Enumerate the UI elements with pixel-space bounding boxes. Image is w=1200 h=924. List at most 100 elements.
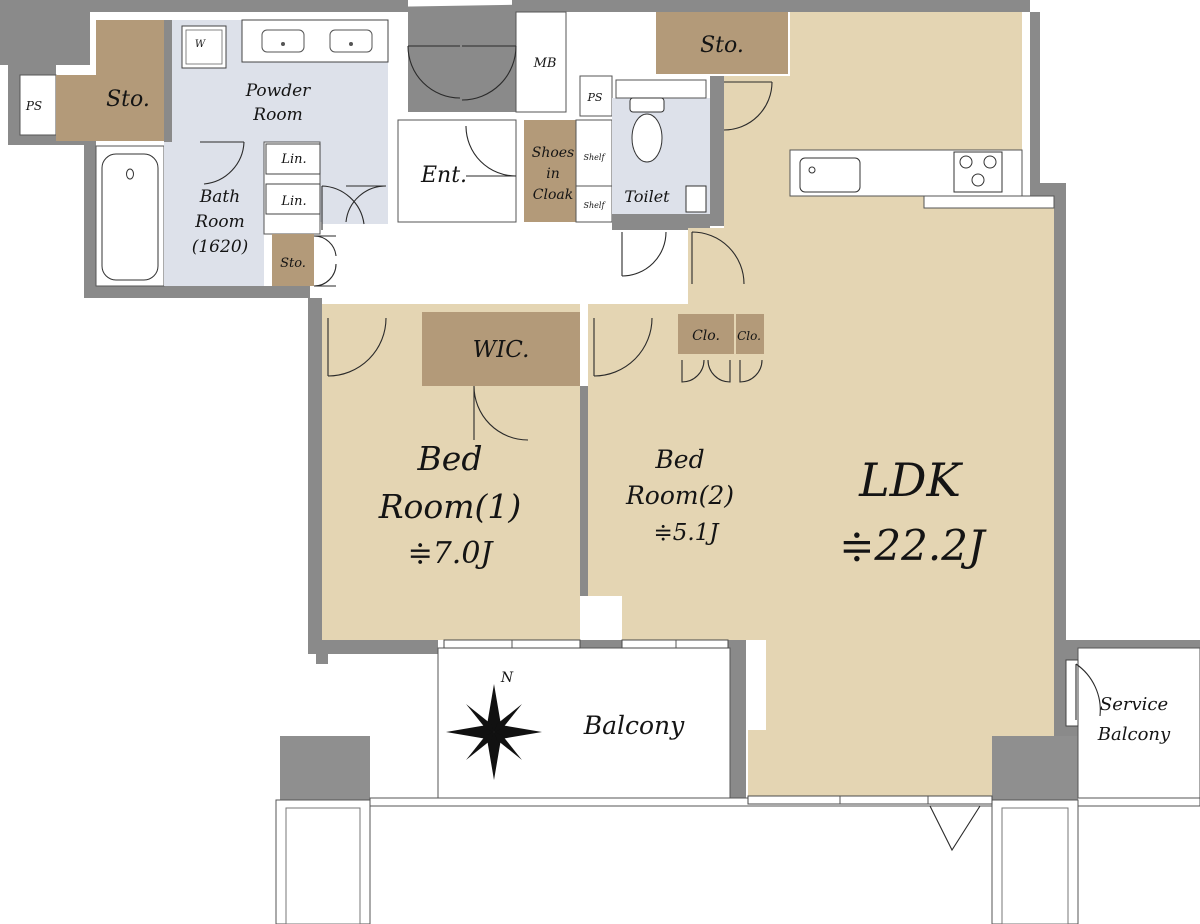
windows xyxy=(443,639,993,805)
wic xyxy=(422,312,580,386)
label-ldk-name: LDK xyxy=(858,453,963,507)
closet-2 xyxy=(736,314,764,354)
label-ldk-area: ≑22.2J xyxy=(839,521,987,570)
shoes-cloak xyxy=(524,120,576,222)
door-toilet xyxy=(621,231,667,277)
door-closet-1 xyxy=(681,359,731,383)
balcony-pillar-left xyxy=(280,736,370,800)
entrance-zone xyxy=(322,11,724,304)
label-washer: W xyxy=(195,39,206,50)
linen-1-box xyxy=(265,143,321,175)
label-ps-left: PS xyxy=(25,99,42,113)
door-service-balcony xyxy=(1075,663,1101,720)
label-linen-2: Lin. xyxy=(280,194,306,209)
powder-room-door-zone xyxy=(322,164,388,224)
wall-bottom-stub xyxy=(316,654,328,664)
door-bed1 xyxy=(327,317,387,377)
storage-divider-wall xyxy=(164,20,172,142)
window-bed2 xyxy=(621,639,729,649)
door-bath xyxy=(200,141,245,185)
wall-left-e xyxy=(308,298,322,644)
door-balcony-hatch xyxy=(929,805,981,852)
label-ps-toilet: PS xyxy=(587,91,603,104)
storage-bath xyxy=(272,234,314,286)
toilet-bowl xyxy=(631,113,663,163)
washer-inner xyxy=(185,29,223,65)
label-shelf-1: Shelf xyxy=(584,153,607,162)
door-powder xyxy=(321,185,365,230)
wall-left-upper xyxy=(0,0,90,65)
wall-top-band xyxy=(90,0,408,12)
toilet-sink xyxy=(685,185,707,213)
linen-2-box xyxy=(265,183,321,215)
bedroom-zone xyxy=(322,304,766,640)
label-storage-bath: Sto. xyxy=(280,256,306,271)
toilet-wall-bottom xyxy=(612,214,710,230)
service-door xyxy=(1065,659,1079,727)
label-bath-room-1: Bath xyxy=(199,187,240,207)
toilet-tank xyxy=(629,97,665,113)
meter-box xyxy=(515,11,567,113)
bedroom-divider-wall xyxy=(580,386,588,640)
label-compass-north: N xyxy=(500,670,514,686)
ps-left-box xyxy=(19,74,57,136)
left-service-block xyxy=(19,19,389,287)
balcony-left-railing xyxy=(285,807,361,924)
door-bed2 xyxy=(593,317,653,377)
sink-1 xyxy=(261,29,305,53)
label-shoes-cloak-1: Shoes xyxy=(532,145,575,161)
door-storage-ldk xyxy=(723,81,773,131)
label-linen-1: Lin. xyxy=(280,152,306,167)
shoe-shelf-box xyxy=(575,119,613,223)
ps-toilet-box xyxy=(579,75,613,117)
storage-ldk xyxy=(656,12,788,74)
wall-left-ps xyxy=(20,65,56,75)
doors xyxy=(200,45,1101,852)
door-closet-2 xyxy=(739,359,763,383)
balcony-right-extension xyxy=(991,799,1079,924)
label-bedroom2-line1: Bed xyxy=(654,445,704,474)
wall-left-b xyxy=(8,135,96,145)
label-bedroom1-line2: Room(1) xyxy=(378,487,522,526)
washer-box xyxy=(181,25,227,69)
label-bedroom2-line2: Room(2) xyxy=(625,481,734,510)
balcony-right-railing xyxy=(1001,807,1069,924)
burner-2 xyxy=(983,155,997,169)
window-ldk xyxy=(747,795,993,805)
label-wic: WIC. xyxy=(473,337,530,363)
ldk-zone xyxy=(656,12,1055,805)
label-closet-1: Clo. xyxy=(692,328,720,344)
label-bath-room-3: (1620) xyxy=(192,237,249,257)
balcony-left-extension xyxy=(275,799,371,924)
compass-rose-icon xyxy=(446,684,542,780)
bathtub-drain xyxy=(126,168,134,180)
wall-top-right-band xyxy=(512,0,1030,12)
label-bedroom1-area: ≑7.0J xyxy=(408,536,495,571)
label-meter-box: MB xyxy=(533,56,557,71)
burner-3 xyxy=(971,173,985,187)
kitchen-sink-drain xyxy=(808,166,816,174)
label-bath-room-2: Room xyxy=(194,212,244,232)
label-toilet: Toilet xyxy=(624,187,670,206)
toilet-tank-shelf xyxy=(615,79,707,99)
burner-1 xyxy=(959,155,973,169)
wall-left-c xyxy=(84,145,96,298)
bath-room-floor xyxy=(164,142,264,286)
sink-2 xyxy=(329,29,373,53)
entrance-floor xyxy=(397,119,517,223)
label-shoes-cloak-3: Cloak xyxy=(533,187,573,203)
toilet-wall-right xyxy=(710,76,724,226)
kitchen-sink xyxy=(799,157,861,193)
door-storage-bath xyxy=(313,235,337,287)
label-balcony: Balcony xyxy=(583,711,685,740)
wall-left-strip xyxy=(8,65,20,135)
sink-1-drain xyxy=(281,42,285,46)
label-entrance: Ent. xyxy=(420,163,467,188)
wall-bottom-bed1 xyxy=(308,640,438,654)
cooktop xyxy=(953,151,1003,193)
wall-ldk-bottom-left xyxy=(730,640,746,800)
storage-upper-left-top xyxy=(96,20,164,75)
sink-2-drain xyxy=(349,42,353,46)
label-shelf-2: Shelf xyxy=(584,201,607,210)
